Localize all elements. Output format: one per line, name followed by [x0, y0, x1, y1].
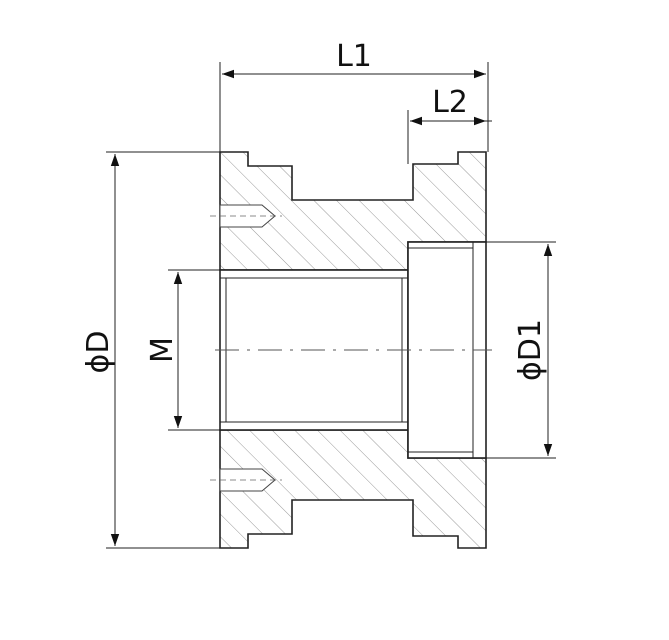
label-d1: ϕD1	[513, 319, 548, 381]
label-l2: L2	[432, 85, 468, 120]
label-m: M	[145, 337, 180, 363]
tapped-hole-bottom	[219, 468, 276, 492]
label-l1: L1	[336, 39, 372, 74]
tapped-hole-top	[219, 204, 276, 228]
label-d: ϕD	[81, 331, 116, 374]
